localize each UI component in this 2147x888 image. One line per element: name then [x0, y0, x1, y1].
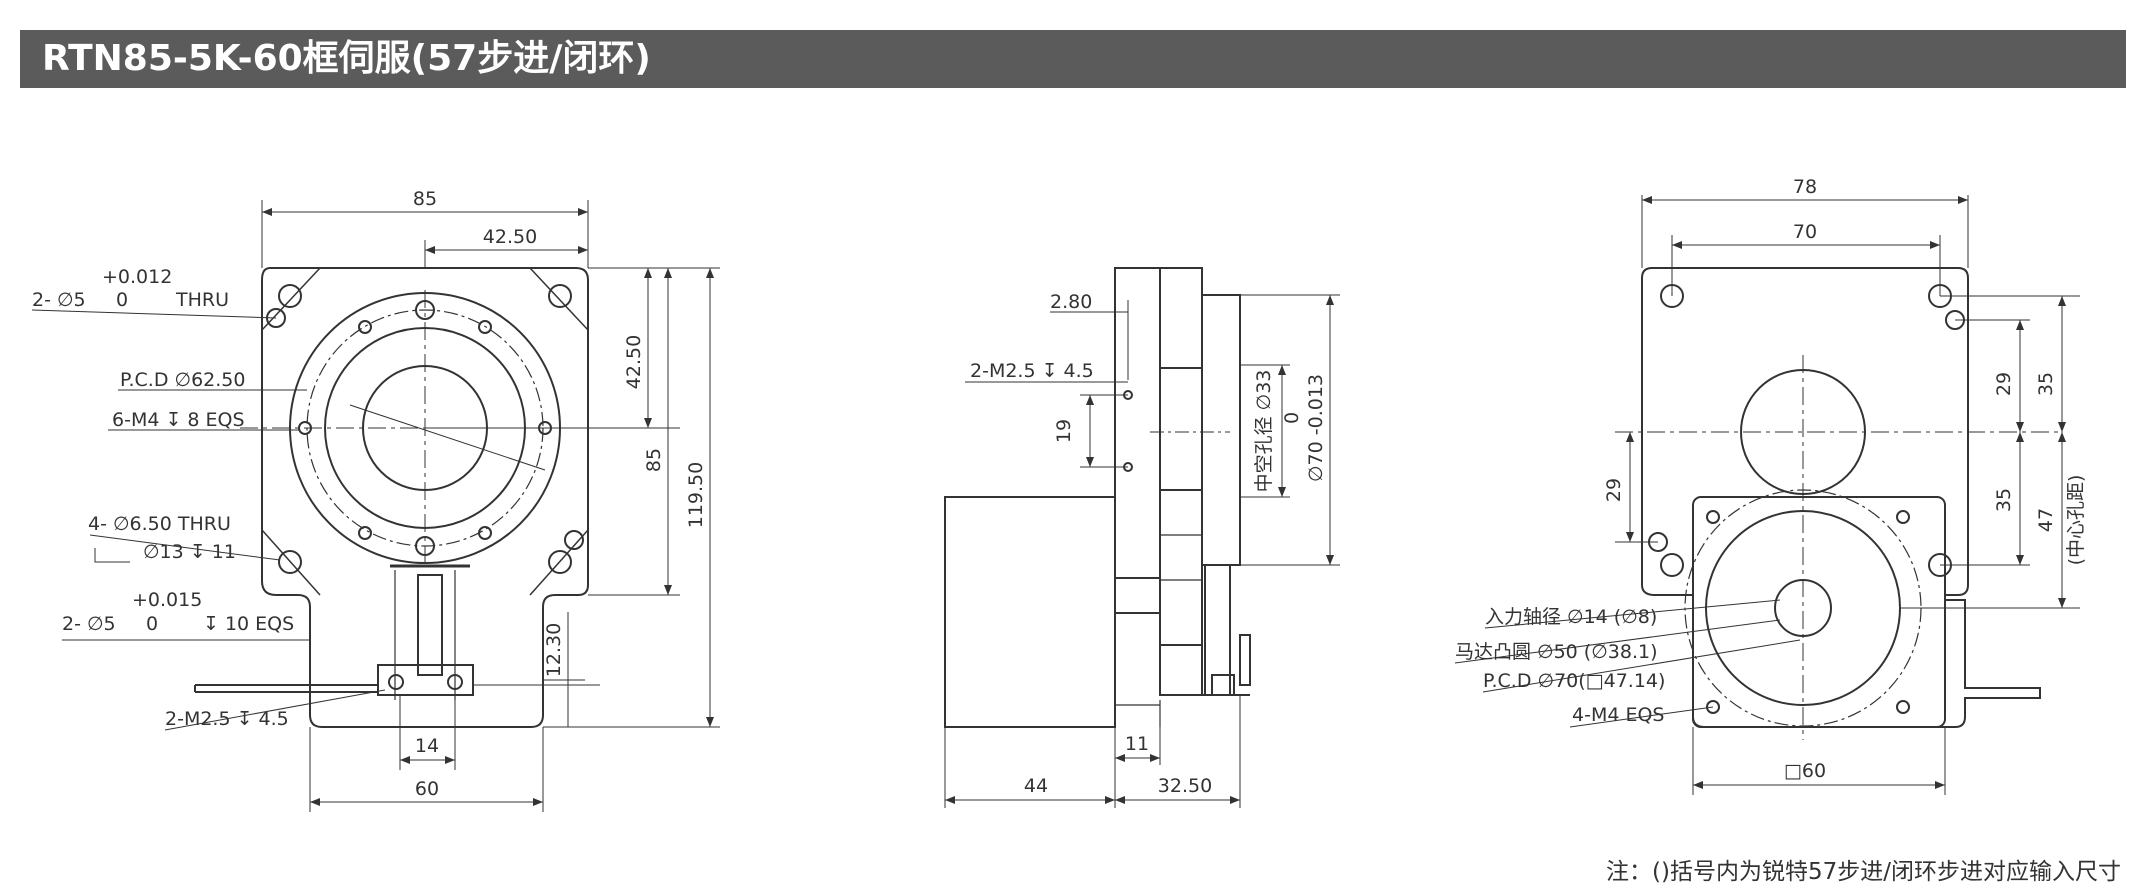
- front-pcd: P.C.D ∅62.50: [120, 369, 245, 391]
- rear-boss: 马达凸圆 ∅50 (∅38.1): [1455, 641, 1658, 663]
- front-dim-total-height: 119.50: [685, 462, 707, 528]
- side-dim-19: 19: [1053, 419, 1075, 443]
- rear-tap: 4-M4 EQS: [1572, 704, 1665, 726]
- side-tap: 2-M2.5 ↧ 4.5: [970, 360, 1094, 382]
- front-dim-width: 85: [413, 188, 437, 210]
- page-title: RTN85-5K-60框伺服(57步进/闭环): [42, 38, 651, 79]
- front-view: [31, 200, 720, 812]
- front-tap: 6-M4 ↧ 8 EQS: [112, 409, 245, 431]
- side-bore-tol-upper: 0: [1281, 412, 1303, 424]
- side-dim-44: 44: [1024, 775, 1048, 797]
- side-bore: ∅70 -0.013: [1305, 374, 1327, 482]
- rear-pcd: P.C.D ∅70(□47.14): [1483, 670, 1665, 692]
- rear-square: □60: [1784, 760, 1826, 782]
- front-pin2-label: 2- ∅5: [62, 613, 116, 635]
- front-hole-thru: 4- ∅6.50 THRU: [88, 513, 231, 535]
- front-pin2-depth: ↧ 10 EQS: [203, 613, 294, 635]
- rear-dim-78: 78: [1793, 176, 1817, 198]
- front-pin-tol-upper: +0.012: [102, 266, 172, 288]
- front-dim-right-height: 85: [643, 448, 665, 472]
- rear-dim-29-right: 29: [1993, 372, 2015, 396]
- rear-dim-29-left: 29: [1603, 478, 1625, 502]
- front-pin-thru: THRU: [175, 289, 229, 311]
- front-dim-right-half: 42.50: [623, 335, 645, 389]
- rear-dim-35-lower: 35: [1993, 488, 2015, 512]
- front-cbore: ∅13 ↧ 11: [143, 541, 236, 563]
- front-dim-half: 42.50: [483, 226, 537, 248]
- front-pin2-tol-lower: 0: [146, 613, 158, 635]
- front-dim-key-width: 14: [415, 735, 439, 757]
- side-hollow: 中空孔径 ∅33: [1253, 370, 1275, 493]
- side-dim-3250: 32.50: [1158, 775, 1212, 797]
- side-dim-flange: 2.80: [1050, 291, 1092, 313]
- front-pin-label: 2- ∅5: [32, 289, 86, 311]
- front-pin-tol-lower: 0: [116, 289, 128, 311]
- side-dim-11: 11: [1125, 733, 1149, 755]
- side-view: [944, 267, 1340, 808]
- front-bottom-tap: 2-M2.5 ↧ 4.5: [165, 708, 289, 730]
- title-bar: RTN85-5K-60框伺服(57步进/闭环): [20, 30, 2126, 88]
- rear-dim-47: 47: [2035, 508, 2057, 532]
- rear-center-dist: (中心孔距): [2065, 475, 2087, 566]
- rear-dim-35-top: 35: [2035, 372, 2057, 396]
- rear-shaft: 入力轴径 ∅14 (∅8): [1485, 606, 1657, 628]
- footnote: 注：()括号内为锐特57步进/闭环步进对应输入尺寸: [1606, 859, 2121, 885]
- front-dim-bottom-offset: 12.30: [543, 623, 565, 677]
- front-pin2-tol-upper: +0.015: [132, 589, 202, 611]
- front-dim-base-width: 60: [415, 778, 439, 800]
- rear-dim-70: 70: [1793, 221, 1817, 243]
- rear-view: [1454, 195, 2080, 795]
